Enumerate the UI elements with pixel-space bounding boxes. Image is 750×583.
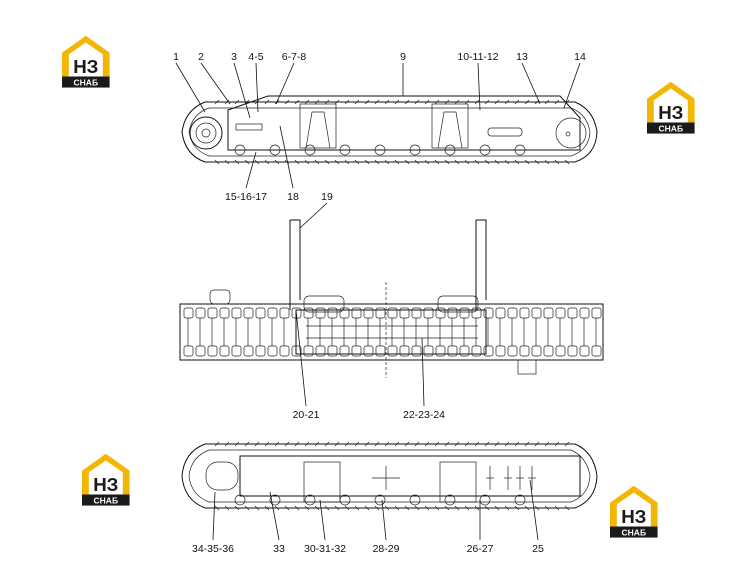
leader-line [381, 499, 387, 541]
leader-line [255, 62, 259, 113]
leader-line [233, 62, 251, 119]
leader-line [521, 62, 541, 105]
leader-line [200, 62, 231, 105]
callout-bottom-5: 25 [532, 543, 544, 555]
leader-line [279, 125, 294, 189]
callout-top-10: 18 [287, 191, 299, 203]
callout-bottom-1: 33 [273, 543, 285, 555]
leader-line [299, 202, 328, 229]
leader-line [275, 62, 295, 105]
callout-top-5: 9 [400, 51, 406, 63]
sprocket-wheel [189, 116, 223, 150]
leader-line [175, 62, 206, 113]
leader-line [212, 491, 216, 541]
carrier-mount-right [431, 103, 469, 149]
callout-top-0: 1 [173, 51, 179, 63]
callout-top-11: 19 [321, 191, 333, 203]
callout-top-4: 6-7-8 [282, 51, 307, 63]
logo-name-text: СНАБ [622, 527, 647, 537]
callout-top-8: 14 [574, 51, 586, 63]
leader-line [295, 309, 307, 407]
side-view-lower [181, 441, 598, 511]
callout-bottom-4: 26-27 [467, 543, 494, 555]
logo-name-text: СНАБ [74, 77, 99, 87]
callout-top-3: 4-5 [248, 51, 263, 63]
logo-mark-text: НЗ [621, 506, 646, 527]
callout-labels: 1 2 3 4-5 6-7-8 9 10-11-12 13 14 15-16-17 18 19 20-2… [173, 51, 586, 555]
leader-line [563, 62, 581, 109]
logo-name-text: СНАБ [94, 495, 119, 505]
leader-line [319, 499, 326, 541]
callout-bottom-2: 30-31-32 [304, 543, 346, 555]
carrier-mount-left [299, 103, 337, 149]
leader-line [269, 491, 280, 541]
side-view-upper [181, 95, 598, 165]
idler-wheel [555, 117, 587, 149]
logo-name-text: СНАБ [659, 123, 684, 133]
leader-line [529, 479, 539, 541]
callout-top-7: 13 [516, 51, 528, 63]
logo-mark-text: НЗ [658, 102, 683, 123]
callout-middle-1: 22-23-24 [403, 409, 445, 421]
callout-bottom-3: 28-29 [373, 543, 400, 555]
callout-top-6: 10-11-12 [457, 51, 498, 63]
callout-bottom-0: 34-35-36 [192, 543, 234, 555]
callout-top-2: 3 [231, 51, 237, 63]
leader-line [421, 337, 425, 407]
leader-line [477, 62, 481, 111]
leader-line [245, 151, 257, 189]
logo-mark-text: НЗ [73, 56, 98, 77]
plan-view [179, 219, 604, 378]
callout-top-1: 2 [198, 51, 204, 63]
callout-top-9: 15-16-17 [225, 191, 267, 203]
callout-middle-0: 20-21 [293, 409, 320, 421]
logo-mark-text: НЗ [93, 474, 118, 495]
